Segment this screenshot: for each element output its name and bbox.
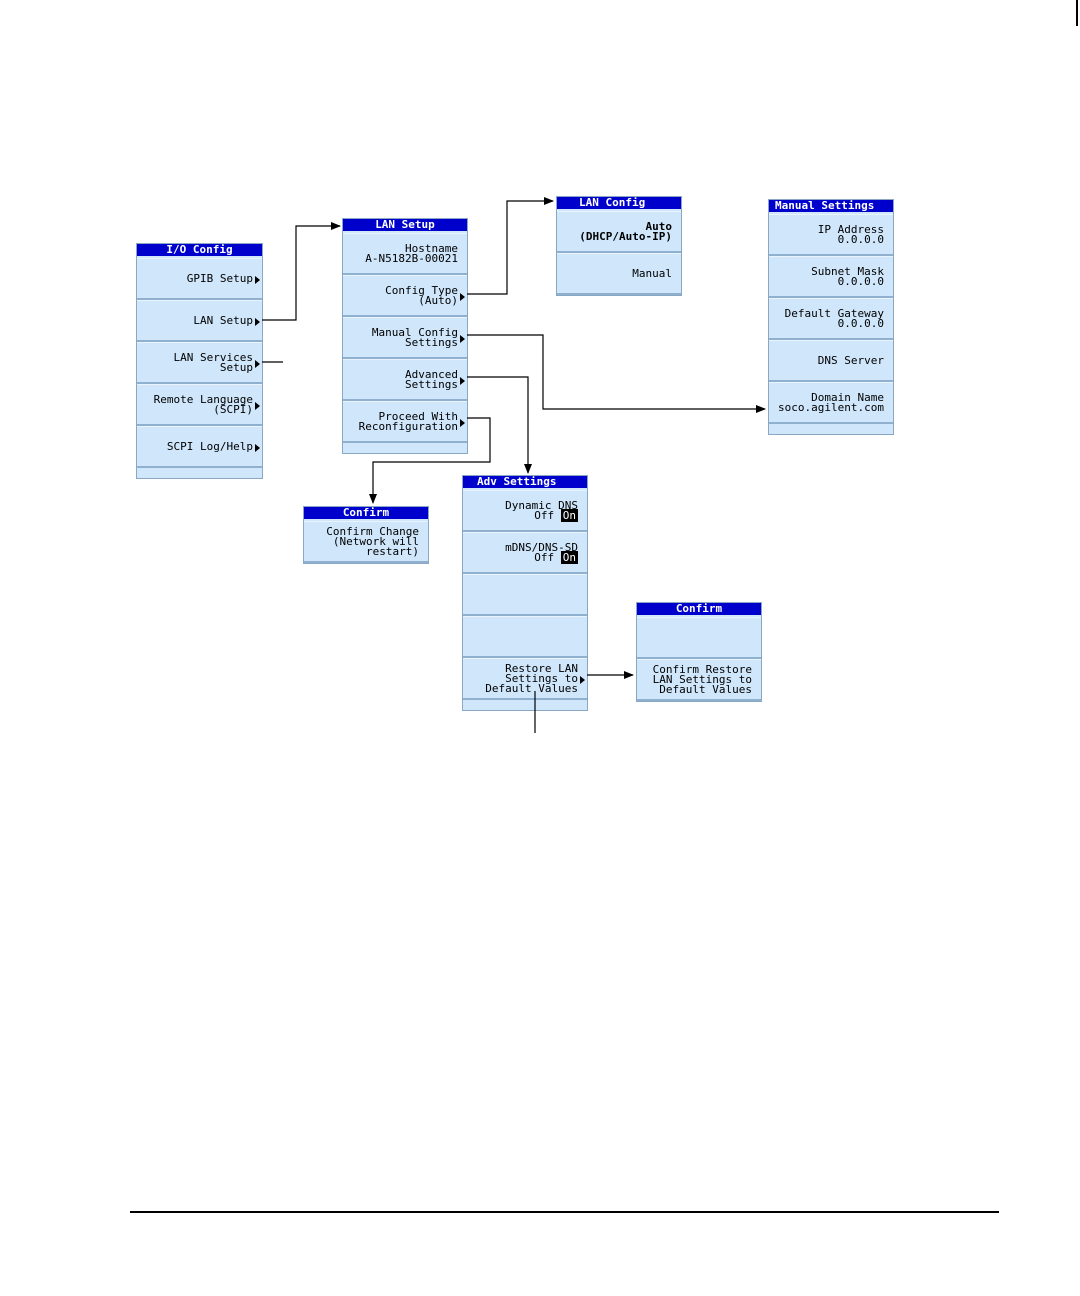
confirm-change-key[interactable]: Confirm Change (Network will restart) [304,521,428,563]
dynamic-dns-off: Off [534,508,555,522]
submenu-arrow-icon [460,377,465,385]
manual-settings-menu: Manual Settings IP Address 0.0.0.0 Subne… [768,199,894,435]
mdns-off: Off [534,550,555,564]
proceed-with-reconfiguration-key[interactable]: Proceed With Reconfiguration [343,401,467,443]
lan-setup-key[interactable]: LAN Setup [137,300,262,342]
lan-config-menu: LAN Config Auto (DHCP/Auto-IP) Manual [556,196,682,296]
blank-key-3[interactable] [463,574,587,616]
config-type-key[interactable]: Config Type (Auto) [343,275,467,317]
manual-settings-title: Manual Settings [769,200,893,212]
config-auto-key[interactable]: Auto (DHCP/Auto-IP) [557,211,681,253]
io-config-title: I/O Config [137,244,262,256]
submenu-arrow-icon [255,276,260,284]
io-config-menu: I/O Config GPIB Setup LAN Setup LAN Serv… [136,243,263,479]
confirm-restore-menu: Confirm Confirm Restore LAN Settings to … [636,602,762,702]
restore-lan-defaults-key[interactable]: Restore LAN Settings to Default Values [463,658,587,700]
confirm-restore-title: Confirm [637,603,761,615]
mdns-on: On [560,550,578,564]
domain-name-key[interactable]: Domain Name soco.agilent.com [769,382,893,424]
mdns-dns-sd-key[interactable]: mDNS/DNS-SD Off On [463,532,587,574]
remote-language-key[interactable]: Remote Language (SCPI) [137,384,262,426]
default-gateway-key[interactable]: Default Gateway 0.0.0.0 [769,298,893,340]
arrow-confirm-reconfig [369,417,491,504]
submenu-arrow-icon [255,360,260,368]
arrow-config-type [467,197,554,295]
blank-confirm-key[interactable] [637,617,761,659]
submenu-arrow-icon [460,335,465,343]
submenu-arrow-icon [255,402,260,410]
confirm-reconfig-menu: Confirm Confirm Change (Network will res… [303,506,429,564]
adv-settings-menu: Adv Settings Dynamic DNS Off On mDNS/DNS… [462,475,588,711]
hostname-key[interactable]: Hostname A-N5182B-00021 [343,233,467,275]
adv-settings-title: Adv Settings [463,476,587,488]
submenu-arrow-icon [255,318,260,326]
config-manual-key[interactable]: Manual [557,253,681,295]
submenu-arrow-icon [255,444,260,452]
page-top-rule [1076,0,1078,26]
lan-config-title: LAN Config [557,197,681,209]
ip-address-key[interactable]: IP Address 0.0.0.0 [769,214,893,256]
manual-config-settings-key[interactable]: Manual Config Settings [343,317,467,359]
confirm-reconfig-title: Confirm [304,507,428,519]
arrow-manual-settings [467,334,766,413]
lan-services-setup-key[interactable]: LAN Services Setup [137,342,262,384]
arrow-lan-setup [262,222,341,321]
blank-key-4[interactable] [463,616,587,658]
subnet-mask-key[interactable]: Subnet Mask 0.0.0.0 [769,256,893,298]
footer-rule [130,1211,999,1213]
dynamic-dns-key[interactable]: Dynamic DNS Off On [463,490,587,532]
advanced-settings-key[interactable]: Advanced Settings [343,359,467,401]
dns-server-key[interactable]: DNS Server [769,340,893,382]
scpi-log-help-key[interactable]: SCPI Log/Help [137,426,262,468]
arrow-adv-settings [467,376,532,474]
confirm-restore-key[interactable]: Confirm Restore LAN Settings to Default … [637,659,761,701]
dynamic-dns-on: On [560,508,578,522]
submenu-arrow-icon [460,419,465,427]
submenu-arrow-icon [460,293,465,301]
lan-setup-title: LAN Setup [343,219,467,231]
submenu-arrow-icon [580,676,585,684]
lan-setup-menu: LAN Setup Hostname A-N5182B-00021 Config… [342,218,468,454]
gpib-setup-key[interactable]: GPIB Setup [137,258,262,300]
